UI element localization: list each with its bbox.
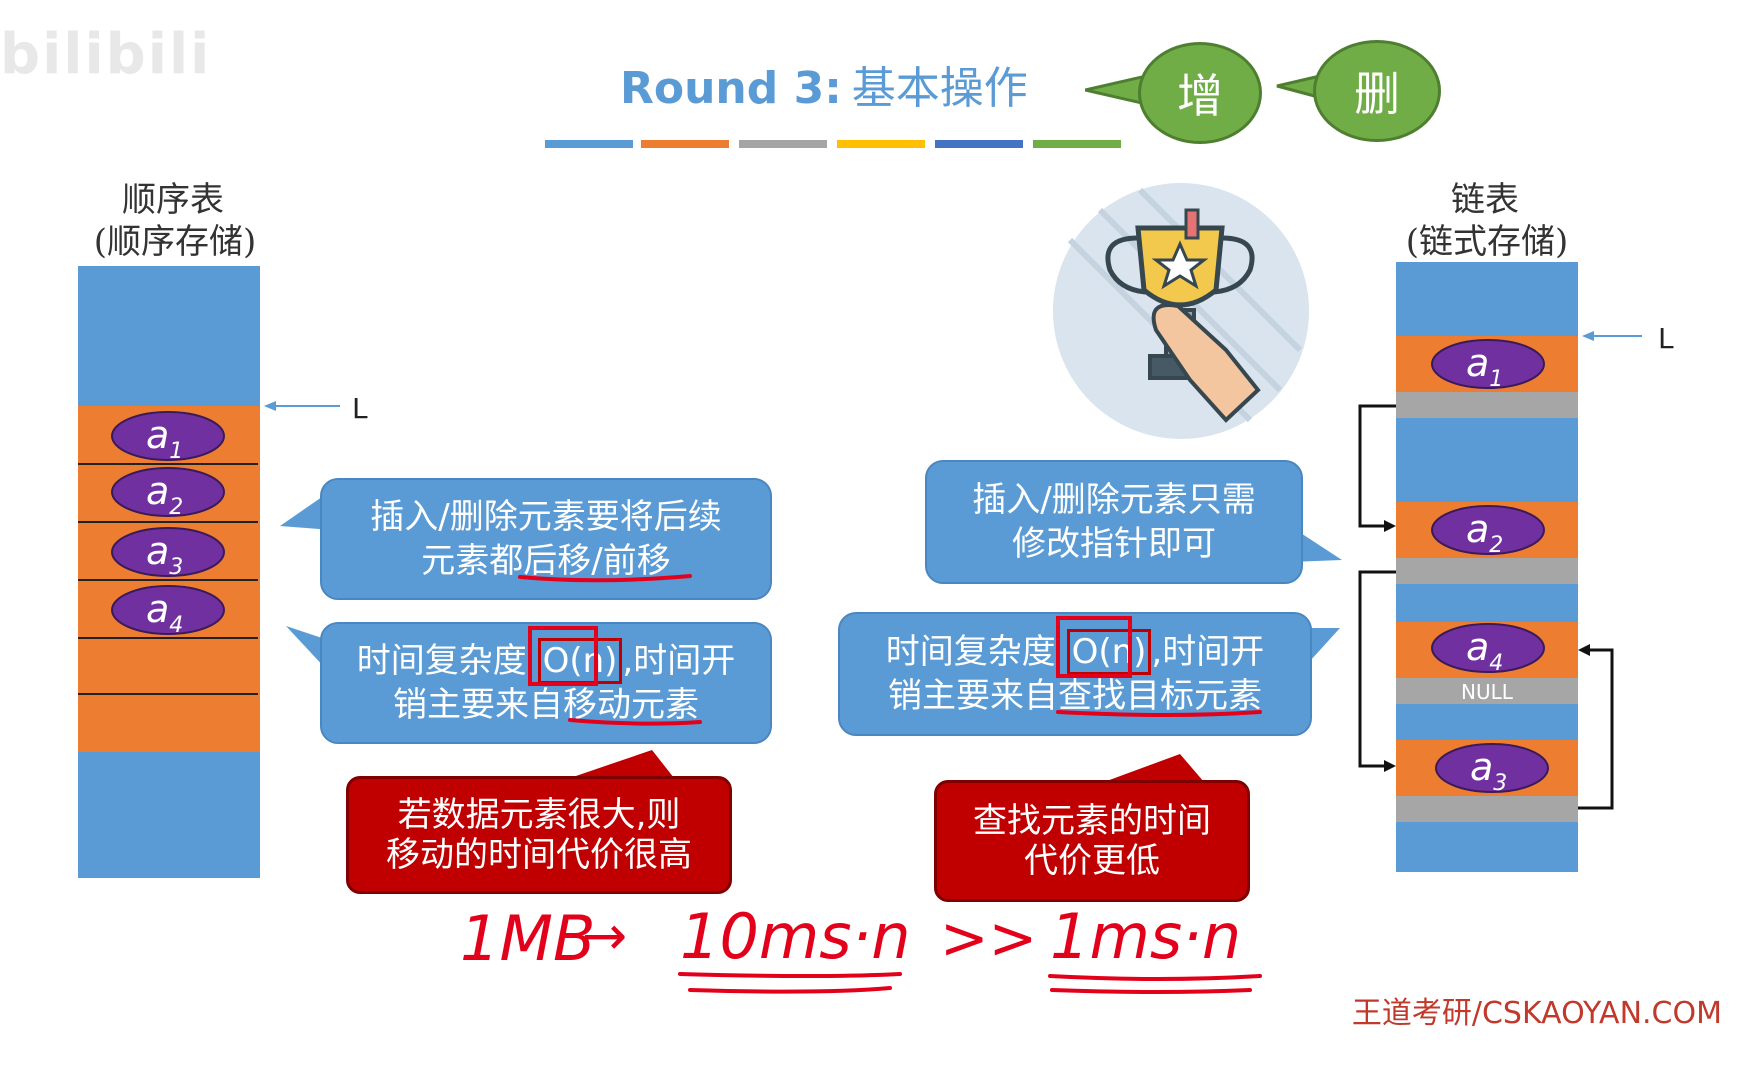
underline-1ms <box>1048 974 1262 981</box>
hw-10ms: 10ms·n <box>680 900 911 973</box>
seq-label-a1: a1 <box>146 413 183 464</box>
red-note-link: 查找元素的时间 代价更低 <box>934 780 1250 902</box>
stripe-darkblue <box>935 140 1023 148</box>
link-label-a1: a1 <box>1466 341 1503 392</box>
delete-bubble: 删 <box>1313 40 1441 142</box>
add-bubble: 增 <box>1138 42 1262 144</box>
hw-1mb: 1MB <box>460 902 595 975</box>
linked-subtitle: (链式存储) <box>1405 222 1569 262</box>
note-link-modify-line1: 插入/删除元素只需 <box>972 480 1256 520</box>
hw-arrow: → <box>582 904 627 967</box>
linked-element-ovals <box>1431 339 1549 793</box>
delete-bubble-label: 删 <box>1354 67 1400 121</box>
seq-label-a3: a3 <box>146 529 183 580</box>
node-a3-next <box>1396 796 1578 822</box>
underline-shift <box>518 574 692 583</box>
stripe-orange <box>641 140 729 148</box>
sequential-element-ovals <box>111 411 225 635</box>
red-tail-seq <box>570 750 674 778</box>
sequential-pointer-label: L <box>352 392 368 425</box>
slide-title: Round 3:基本操作 <box>620 52 1028 114</box>
seq-time-line2: 销主要来自移动元素 <box>393 685 699 725</box>
hw-1ms: 1ms·n <box>1050 900 1241 973</box>
seq-label-a2: a2 <box>146 469 183 520</box>
stripe-yellow <box>837 140 925 148</box>
link-time-suffix: ,时间开 <box>1151 632 1265 672</box>
footer-watermark: 王道考研/CSKAOYAN.COM <box>1351 996 1722 1031</box>
red-note-link-line1: 查找元素的时间 <box>973 801 1211 841</box>
node1-next <box>1396 392 1578 418</box>
link-label-a3: a3 <box>1470 745 1507 796</box>
note-link-modify-line2: 修改指针即可 <box>1012 524 1216 564</box>
null-label: NULL <box>1461 680 1514 704</box>
title-main: 基本操作 <box>851 63 1028 114</box>
seq-label-a4: a4 <box>146 587 183 638</box>
linked-pointer-arrow <box>1582 331 1642 341</box>
trophy-illustration <box>1053 183 1309 439</box>
circle-complexity-right <box>1056 616 1132 678</box>
red-tail-link <box>1104 754 1204 782</box>
link-label-a4: a4 <box>1466 625 1503 676</box>
seq-time-suffix: ,时间开 <box>622 641 736 681</box>
link-time-line2: 销主要来自查找目标元素 <box>888 676 1262 716</box>
oval-a3 <box>111 527 225 577</box>
note-link-modify: 插入/删除元素只需 修改指针即可 <box>925 460 1303 584</box>
underline-find <box>1056 710 1262 717</box>
title-prefix: Round 3: <box>620 63 842 114</box>
oval-a2 <box>111 467 225 517</box>
red-note-link-line2: 代价更低 <box>1024 841 1160 881</box>
sequential-pointer-arrow <box>264 401 340 411</box>
linked-list-diagram: a1 a2 a4 a3 NULL L <box>1358 262 1674 872</box>
handwritten-annotations: 1MB → 10ms·n >> 1ms·n <box>460 574 1262 994</box>
red-note-seq: 若数据元素很大,则 移动的时间代价很高 <box>346 776 732 894</box>
note-tail-link-modify <box>1290 526 1342 562</box>
bilibili-watermark-logo: bilibili <box>0 22 212 87</box>
hw-much-greater: >> <box>940 904 1037 972</box>
node-a4-next <box>1396 678 1578 704</box>
stripe-green <box>1033 140 1121 148</box>
red-note-seq-line2: 移动的时间代价很高 <box>386 835 692 875</box>
underline-move <box>568 718 702 726</box>
oval-a4 <box>111 585 225 635</box>
oval-a1 <box>111 411 225 461</box>
sequential-title: 顺序表 <box>122 180 224 220</box>
underline-10ms <box>678 972 902 978</box>
note-seq-move-line2: 元素都后移/前移 <box>421 541 671 581</box>
seq-complexity-box: O(n) <box>537 638 623 684</box>
sequential-subtitle: (顺序存储) <box>93 222 257 262</box>
note-tail-seq-move <box>280 490 332 530</box>
node2-next <box>1396 558 1578 584</box>
red-note-seq-line1: 若数据元素很大,则 <box>397 795 681 835</box>
linked-pointer-label: L <box>1658 322 1674 355</box>
add-bubble-label: 增 <box>1177 69 1223 123</box>
seq-time-prefix: 时间复杂度 <box>356 641 538 681</box>
circle-complexity-left <box>528 626 598 686</box>
link-label-a2: a2 <box>1466 507 1503 558</box>
link-complexity-box: O(n) <box>1066 629 1152 675</box>
sequential-list-diagram: a1 a2 a3 a4 L <box>78 266 368 878</box>
note-seq-move: 插入/删除元素要将后续 元素都后移/前移 <box>320 478 772 600</box>
note-seq-move-line1: 插入/删除元素要将后续 <box>370 497 722 537</box>
linked-title: 链表 <box>1451 180 1519 220</box>
link-arrows <box>1358 404 1614 810</box>
link-time-prefix: 时间复杂度 <box>885 632 1067 672</box>
sequential-cell-dividers <box>78 463 258 695</box>
stripe-gray <box>739 140 827 148</box>
stripe-blue <box>545 140 633 148</box>
